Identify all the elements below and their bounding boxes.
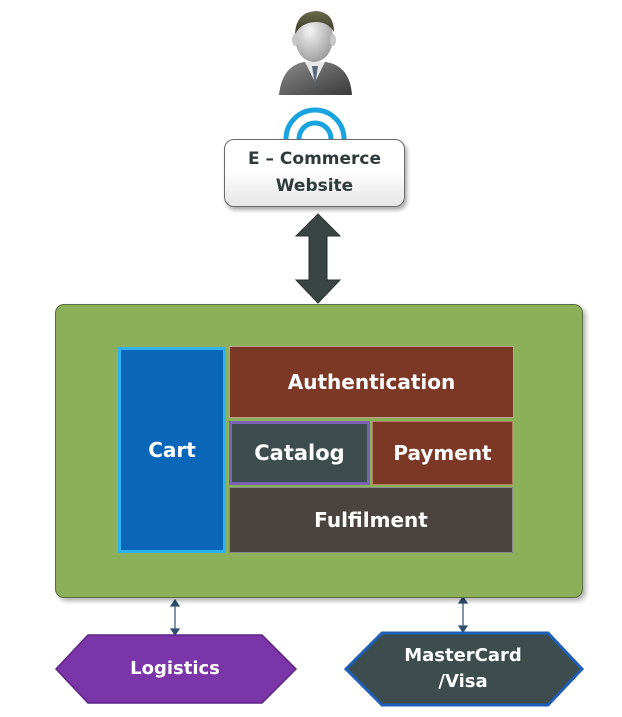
cart-module: Cart xyxy=(118,347,226,553)
user-icon xyxy=(279,11,352,95)
logistics-node: Logistics xyxy=(60,635,290,703)
cart-label: Cart xyxy=(148,438,196,462)
fulfilment-module: Fulfilment xyxy=(229,487,513,553)
fulfilment-label: Fulfilment xyxy=(314,508,428,532)
logistics-connector xyxy=(169,598,181,637)
authentication-label: Authentication xyxy=(287,370,456,394)
mastercard-connector xyxy=(457,595,469,634)
logistics-hexagon xyxy=(54,634,298,704)
bidirectional-arrow xyxy=(294,213,342,304)
authentication-module: Authentication xyxy=(229,346,514,418)
payment-module: Payment xyxy=(372,421,513,485)
mastercard-hexagon xyxy=(343,631,585,707)
website-title-line2: Website xyxy=(275,176,354,196)
mastercard-visa-node: MasterCard /Visa xyxy=(348,635,578,703)
mastercard-label-line2: /Visa xyxy=(438,671,488,692)
ecommerce-website-box: E – Commerce Website xyxy=(224,139,405,207)
website-title-line1: E – Commerce xyxy=(247,149,382,169)
mastercard-label-line1: MasterCard xyxy=(404,645,522,666)
catalog-label: Catalog xyxy=(254,441,345,465)
logistics-label: Logistics xyxy=(130,658,220,679)
wifi-signal-icon xyxy=(283,107,347,140)
catalog-module: Catalog xyxy=(229,421,370,485)
payment-label: Payment xyxy=(393,441,492,465)
